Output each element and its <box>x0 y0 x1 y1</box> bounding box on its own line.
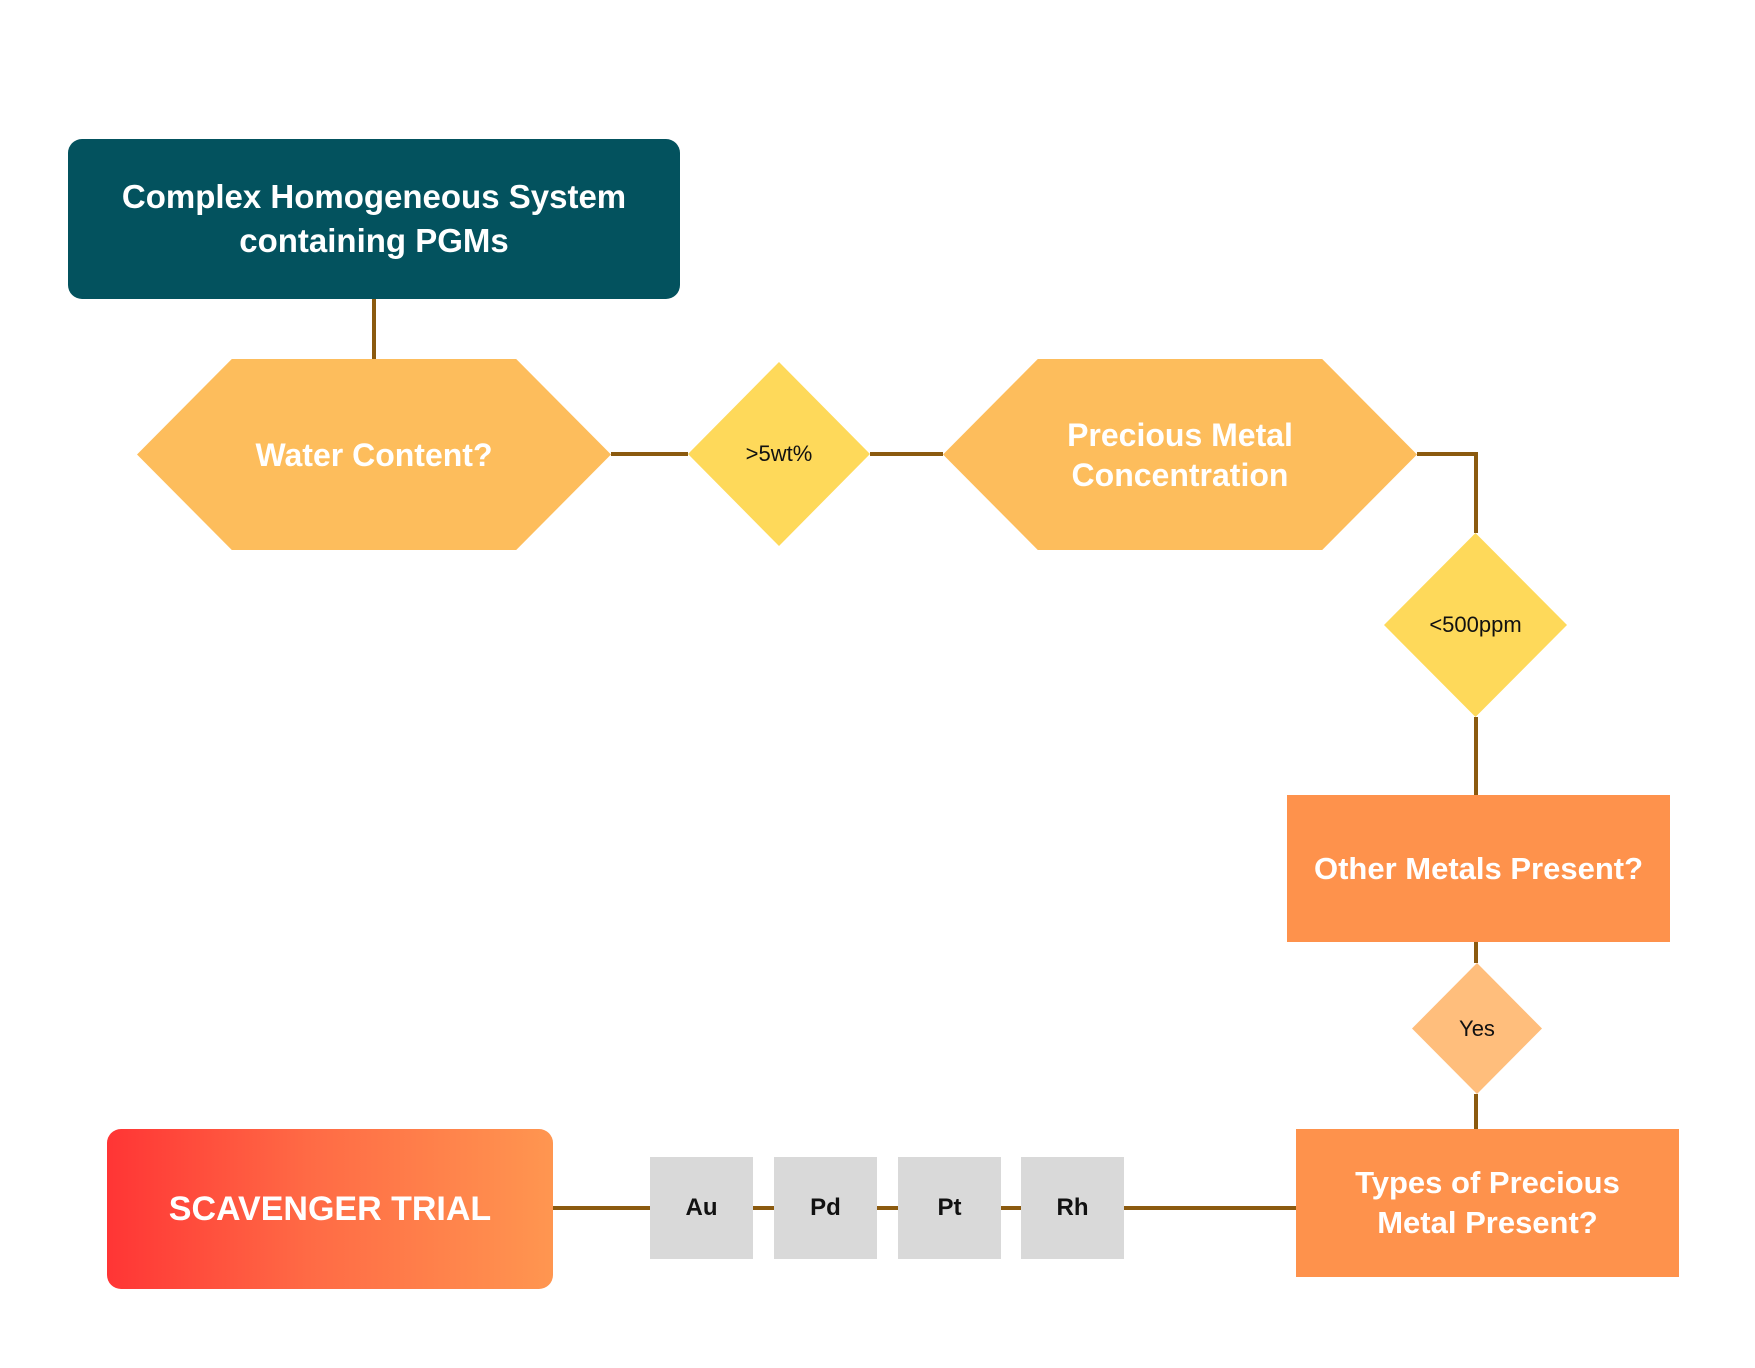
end-node: SCAVENGER TRIAL <box>107 1129 553 1289</box>
water-threshold-label: >5wt% <box>745 441 813 466</box>
other-metals-box: Other Metals Present? <box>1287 795 1670 942</box>
types-of-metal-label: Types of Precious Metal Present? <box>1355 1165 1620 1240</box>
concentration-threshold-label: <500ppm <box>1429 612 1522 637</box>
start-node-label: Complex Homogeneous System containing PG… <box>121 178 627 259</box>
connector-concentration-to-ppm <box>1417 452 1478 533</box>
metal-box-pt: Pt <box>898 1157 1001 1259</box>
metal-label-au: Au <box>685 1194 718 1221</box>
start-node: Complex Homogeneous System containing PG… <box>68 139 680 299</box>
precious-metal-concentration-decision: Precious Metal Concentration <box>943 359 1417 550</box>
metal-label-pt: Pt <box>937 1194 962 1221</box>
metal-label-rh: Rh <box>1056 1194 1089 1221</box>
other-metals-label: Other Metals Present? <box>1313 850 1644 886</box>
yes-label: Yes <box>1459 1015 1495 1041</box>
water-content-decision: Water Content? <box>137 359 611 550</box>
water-content-label: Water Content? <box>255 436 493 473</box>
end-node-label: SCAVENGER TRIAL <box>168 1189 492 1228</box>
precious-metal-concentration-label: Precious Metal Concentration <box>1067 416 1293 493</box>
metal-box-pd: Pd <box>774 1157 877 1259</box>
metal-box-au: Au <box>650 1157 753 1259</box>
types-of-metal-box: Types of Precious Metal Present? <box>1296 1129 1679 1277</box>
metal-box-rh: Rh <box>1021 1157 1124 1259</box>
metal-label-pd: Pd <box>810 1194 841 1221</box>
